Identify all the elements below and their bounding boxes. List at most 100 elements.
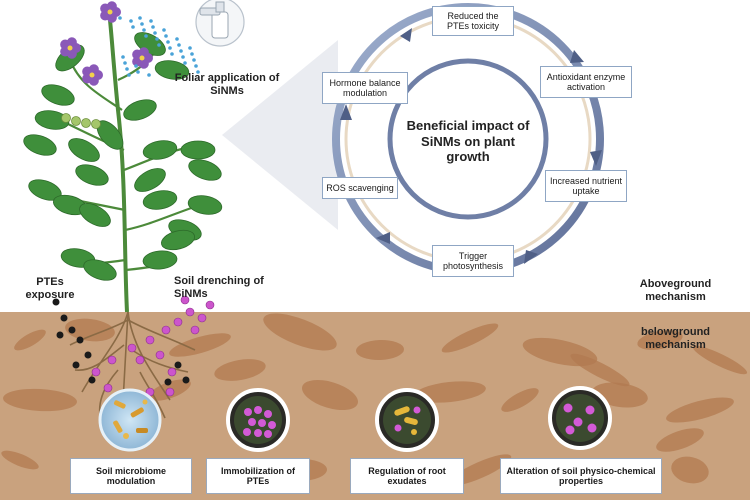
pte-particle <box>60 314 68 322</box>
spray-droplet <box>196 70 200 74</box>
projection-cone <box>222 40 338 230</box>
pte-particle <box>84 351 92 359</box>
spray-droplet <box>177 43 181 47</box>
flower-center <box>67 45 73 51</box>
pte-particle <box>174 361 182 369</box>
flower-center <box>89 72 95 78</box>
flower-petal <box>106 1 117 12</box>
soil-patch <box>448 454 512 486</box>
nanoparticle <box>155 350 165 360</box>
soil-drenching-label: Soil drenching of SiNMs <box>174 275 264 301</box>
immobilization-icon <box>226 388 290 452</box>
spray-droplet <box>136 70 140 74</box>
plant-stem <box>108 19 129 313</box>
spray-droplet <box>138 16 142 20</box>
leaf <box>180 140 216 160</box>
cycle-box-nutrient-uptake: Increased nutrient uptake <box>545 170 627 202</box>
spray-droplet <box>162 28 166 32</box>
flower-petal <box>82 73 93 84</box>
spray-droplet <box>170 52 174 56</box>
plant-leaves <box>23 32 223 281</box>
leaf <box>188 159 222 181</box>
soil-nanoparticles <box>91 295 215 397</box>
spray-droplet <box>125 67 129 71</box>
bottom-box-root-exudates: Regulation of root exudates <box>350 458 464 494</box>
spray-droplet <box>142 28 146 32</box>
flower-petal <box>60 46 71 57</box>
leaf <box>34 110 70 130</box>
soil-patches <box>1 313 748 486</box>
spray-droplet <box>183 61 187 65</box>
flower-petal <box>132 56 143 67</box>
pte-particle <box>182 376 190 384</box>
leaf <box>161 229 195 251</box>
nanoparticle <box>127 343 137 353</box>
cycle-box-ros-scavenging: ROS scavenging <box>322 177 398 199</box>
flower-petal <box>88 64 99 75</box>
nanoparticle <box>197 313 207 323</box>
spray-droplet <box>155 37 159 41</box>
spray-droplet <box>140 22 144 26</box>
flower-center <box>139 55 145 61</box>
soil-patch <box>263 313 337 351</box>
arrow-right <box>590 150 602 166</box>
nanoparticle <box>161 325 171 335</box>
pte-particle <box>164 378 172 386</box>
soil-patch <box>1 450 39 470</box>
nanoparticle <box>91 367 101 377</box>
spray-droplet <box>192 58 196 62</box>
belowground-mechanism-label: belowground mechanism <box>640 326 711 352</box>
nanoparticle <box>205 300 215 310</box>
cycle-arrows <box>340 28 602 264</box>
pte-particles <box>52 298 190 386</box>
soil-patch <box>169 333 231 357</box>
spray-bottle <box>195 0 245 47</box>
leaf <box>75 164 109 186</box>
soil-patch <box>302 379 358 411</box>
leaf <box>68 138 100 162</box>
spray-droplet <box>129 19 133 23</box>
flower-petal <box>66 37 77 48</box>
nanoparticle <box>107 355 117 365</box>
pte-particle <box>68 326 76 334</box>
soil-patch <box>14 329 46 351</box>
flower-petal <box>138 47 149 58</box>
soil-patch <box>356 339 404 361</box>
spray-droplet <box>147 73 151 77</box>
spray-droplet <box>153 31 157 35</box>
cycle-box-reduced-ptes-toxicity: Reduced the PTEs toxicity <box>432 6 514 36</box>
spray-droplets <box>118 16 200 77</box>
pte-particle <box>72 361 80 369</box>
bottom-box-soil-microbiome: Soil microbiome modulation <box>70 458 192 494</box>
spray-droplet <box>131 25 135 29</box>
pte-particle <box>88 376 96 384</box>
spray-droplet <box>118 16 122 20</box>
spray-droplet <box>181 55 185 59</box>
arrow-lower-right <box>524 250 538 264</box>
spray-droplet <box>179 49 183 53</box>
pte-particle <box>56 331 64 339</box>
leaf <box>142 140 178 160</box>
spray-droplet <box>123 61 127 65</box>
nanoparticle <box>185 307 195 317</box>
soil-patch <box>214 359 266 381</box>
spray-droplet <box>121 55 125 59</box>
soil-patch <box>692 345 748 375</box>
soil-patch <box>671 456 709 484</box>
soil-properties-icon <box>548 386 612 450</box>
spray-droplet <box>175 37 179 41</box>
pte-particle <box>52 298 60 306</box>
bottom-box-immobilization: Immobilization of PTEs <box>206 458 310 494</box>
leaf <box>41 84 75 106</box>
flower-petal <box>100 10 111 21</box>
nanoparticle <box>167 367 177 377</box>
green-fruits <box>61 113 101 129</box>
bottom-box-soil-properties: Alteration of soil physico-chemical prop… <box>500 458 662 494</box>
soil-patch <box>65 318 115 342</box>
nanoparticle <box>190 325 200 335</box>
spray-droplet <box>190 52 194 56</box>
spray-droplet <box>134 64 138 68</box>
leaf <box>123 99 157 121</box>
arrow-left <box>340 104 352 120</box>
